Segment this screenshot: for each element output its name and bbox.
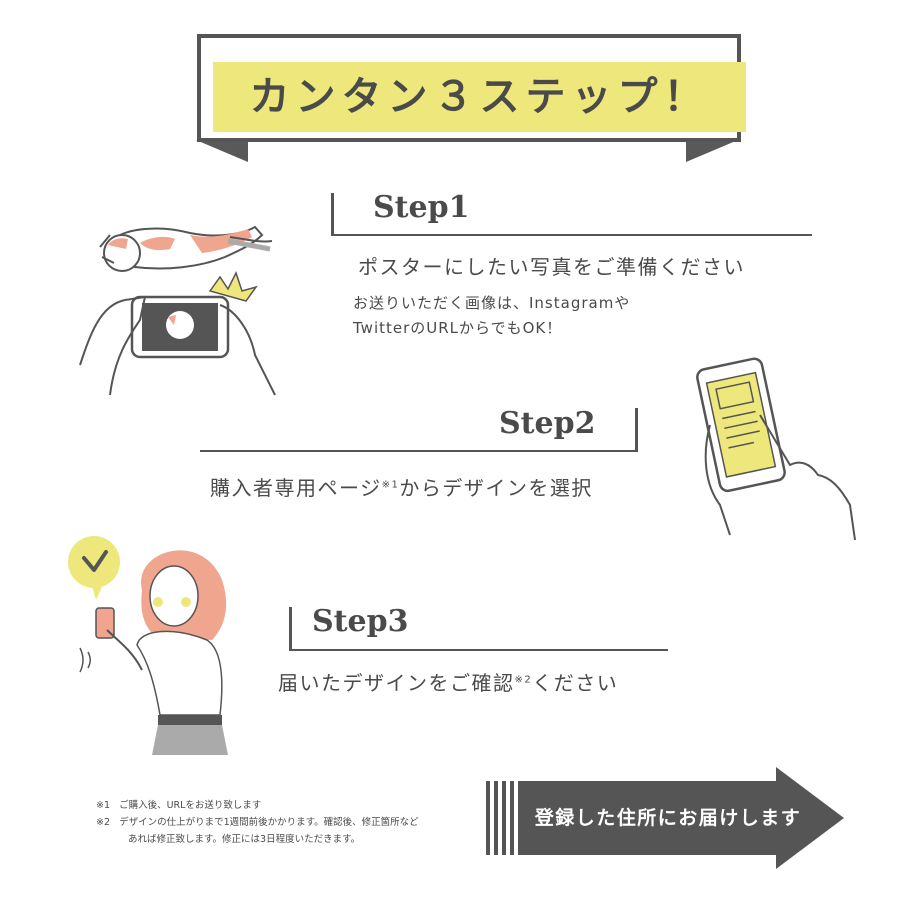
step1-heading: Step1 — [373, 190, 470, 225]
step3-divider-horizontal — [289, 649, 668, 651]
step1-subtext: お送りいただく画像は、Instagramや TwitterのURLからでもOK！ — [353, 291, 630, 341]
cat-photo-illustration — [79, 225, 276, 396]
step3-note-mark: ※2 — [514, 674, 533, 686]
footnote-2: ※2 デザインの仕上がりまで1週間前後かかります。確認後、修正箇所など — [96, 814, 419, 831]
step3-heading: Step3 — [312, 604, 409, 639]
smartphone-icon — [696, 357, 786, 493]
step1-subtext-line2: TwitterのURLからでもOK！ — [353, 319, 563, 337]
delivery-label: 登録した住所にお届けします — [534, 807, 802, 829]
step3-divider-vertical — [289, 607, 292, 651]
footnote-2-text-line2: あれば修正致します。修正には3日程度いただきます。 — [128, 834, 361, 845]
woman-icon — [79, 550, 228, 755]
sparkle-icon — [208, 271, 258, 302]
step3-text: 届いたデザインをご確認※2ください — [278, 667, 618, 696]
woman-checking-phone-illustration — [68, 536, 228, 755]
final-arrow-graphic — [486, 767, 844, 869]
banner-ribbon-right — [686, 140, 738, 162]
footnote-2-text-line1: デザインの仕上がりまで1週間前後かかります。確認後、修正箇所など — [119, 817, 419, 828]
step3-text-tail: ください — [532, 671, 619, 695]
step1-divider-horizontal — [331, 234, 812, 236]
step1-subtext-line1: お送りいただく画像は、Instagramや — [353, 294, 631, 312]
step2-note-mark: ※1 — [381, 479, 400, 491]
check-bubble-icon — [68, 536, 120, 600]
step1-divider-vertical — [331, 193, 334, 236]
step3-text-main: 届いたデザインをご確認 — [278, 671, 515, 695]
step1-text: ポスターにしたい写真をご準備ください — [358, 255, 745, 279]
step2-divider-horizontal — [200, 450, 638, 452]
footnote-1-text: ご購入後、URLをお送り致します — [119, 800, 262, 811]
hand-icon — [704, 414, 856, 541]
hands-icon — [79, 295, 276, 396]
footnote-1-mark: ※1 — [96, 800, 111, 811]
banner-ribbon-left — [196, 140, 248, 162]
footnote-2-mark: ※2 — [96, 817, 111, 828]
smartphone-hand-illustration — [696, 357, 856, 541]
cat-icon — [99, 225, 273, 272]
step2-text-main: 購入者専用ページ — [210, 476, 382, 500]
step2-text-tail: からデザインを選択 — [399, 476, 593, 500]
banner-highlight — [213, 62, 746, 132]
step2-heading: Step2 — [499, 406, 596, 441]
footnote-2-continuation: あれば修正致します。修正には3日程度いただきます。 — [96, 831, 419, 848]
footnotes: ※1 ご購入後、URLをお送り致します ※2 デザインの仕上がりまで1週間前後か… — [96, 797, 419, 848]
footnote-1: ※1 ご購入後、URLをお送り致します — [96, 797, 419, 814]
step2-text: 購入者専用ページ※1からデザインを選択 — [210, 472, 593, 501]
page-title: カンタン３ステップ！ — [249, 74, 710, 120]
phone-icon — [130, 295, 230, 359]
step2-divider-vertical — [635, 408, 638, 452]
